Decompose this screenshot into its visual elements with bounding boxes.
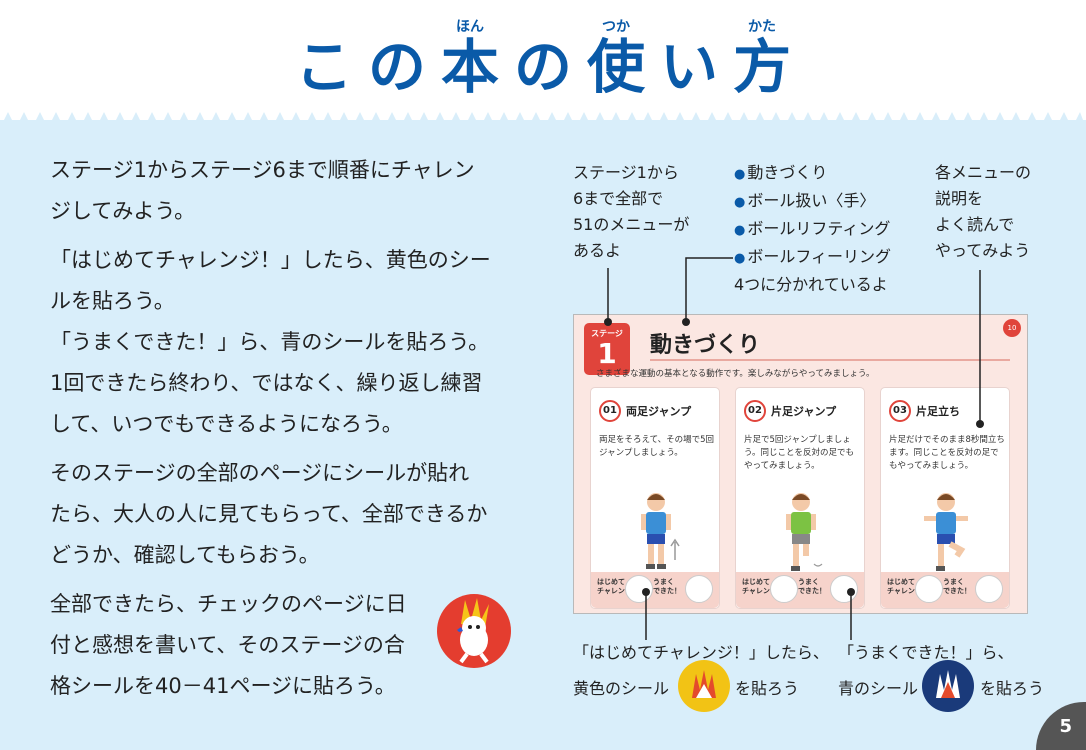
- text-line: して、いつでもできるようになろう。: [50, 412, 403, 436]
- title-char: かた方: [726, 20, 799, 105]
- menu-description: 片足で5回ジャンプしましょう。同じことを反対の足でもやってみましょう。: [744, 435, 854, 471]
- menu-number: 01: [599, 400, 621, 422]
- menu-title: 両足ジャンプ: [626, 405, 692, 418]
- annotation-line: ステージ1から: [573, 163, 679, 182]
- sticker-slot-blue: [685, 575, 713, 603]
- title-char: の: [513, 33, 572, 101]
- text-line: どうか、確認してもらおう。: [50, 543, 320, 567]
- annotation-read-instructions: 各メニューの 説明を よく読んで やってみよう: [935, 160, 1031, 264]
- sticker-slot-yellow: [915, 575, 943, 603]
- instructions-text: ステージ1からステージ6まで順番にチャレン ジしてみよう。 「はじめてチャレンジ…: [50, 150, 520, 707]
- category-item: ボールフィーリング: [734, 244, 891, 272]
- caption-attach: を貼ろう: [735, 679, 800, 698]
- text-line: 付と感想を書いて、そのステージの合: [50, 633, 405, 657]
- sticker-slot-yellow: [625, 575, 653, 603]
- category-item: ボールリフティング: [734, 216, 891, 244]
- menu-card: 01 両足ジャンプ 両足をそろえて、その場で5回ジャンプしましょう。 はじめて チ…: [590, 387, 720, 609]
- paragraph-1: ステージ1からステージ6まで順番にチャレン ジしてみよう。: [50, 150, 520, 232]
- stage-badge: ステージ 1: [584, 323, 630, 375]
- mascot-medal: [437, 594, 511, 668]
- annotation-line: 6まで全部で: [573, 189, 664, 208]
- success-label: うまく できた！: [653, 578, 681, 595]
- blue-sticker-icon: [922, 660, 974, 712]
- zigzag-divider: [0, 112, 1086, 128]
- title-char: こ: [294, 33, 353, 101]
- sample-page-illustration: ステージ 1 動きづくり さまざまな運動の基本となる動作です。楽しみながらやって…: [573, 314, 1028, 614]
- title-ruby: ほん: [456, 19, 484, 35]
- annotation-categories: 動きづくり ボール扱い〈手〉 ボールリフティング ボールフィーリング 4つに分か…: [734, 160, 891, 298]
- menu-number: 02: [744, 400, 766, 422]
- child-hopping-icon: [786, 493, 823, 571]
- text-line: そのステージの全部のページにシールが貼れ: [50, 461, 470, 485]
- menu-card: 03 片足立ち 片足だけでそのまま8秒間立ちます。同じことを反対の足でもやってみま…: [880, 387, 1010, 609]
- text-line: 1回できたら終わり、ではなく、繰り返し練習: [50, 371, 483, 395]
- annotation-menu-count: ステージ1から 6まで全部で 51のメニューが あるよ: [573, 160, 689, 264]
- illustration-title: 動きづくり: [650, 333, 761, 358]
- page-title: このほん本のつか使いかた方: [0, 20, 1086, 105]
- stage-number: 1: [597, 337, 617, 370]
- illustration-page-number: 10: [1003, 319, 1021, 337]
- sticker-area: はじめて チャレンジ！ うまく できた！: [736, 572, 864, 608]
- category-item: ボール扱い〈手〉: [734, 188, 891, 216]
- menu-title: 片足立ち: [916, 405, 960, 418]
- text-line: ジしてみよう。: [50, 199, 196, 223]
- caption-success: 「うまくできた！」ら、: [838, 643, 1014, 662]
- title-char: ほん本: [434, 20, 507, 105]
- text-line: ステージ1からステージ6まで順番にチャレン: [50, 158, 475, 182]
- sticker-area: はじめて チャレンジ！ うまく できた！: [591, 572, 719, 608]
- mascot-icon: [457, 598, 489, 664]
- text-line: 格シールを40－41ページに貼ろう。: [50, 674, 396, 698]
- success-label: うまく できた！: [943, 578, 971, 595]
- annotation-line: あるよ: [573, 241, 622, 260]
- title-char: い: [659, 33, 718, 101]
- sticker-area: はじめて チャレンジ！ うまく できた！: [881, 572, 1009, 608]
- caption-first-try: 「はじめてチャレンジ！」したら、: [573, 643, 829, 662]
- illustration-subtitle: さまざまな運動の基本となる動作です。楽しみながらやってみましょう。: [596, 369, 875, 379]
- sticker-slot-blue: [975, 575, 1003, 603]
- category-item: 動きづくり: [734, 160, 891, 188]
- child-jumping-icon: [641, 493, 680, 569]
- paragraph-4: 全部できたら、チェックのページに日 付と感想を書いて、そのステージの合 格シール…: [50, 584, 520, 707]
- text-line: 「うまくできた！」ら、青のシールを貼ろう。: [50, 330, 490, 354]
- caption-blue-sticker: 青のシール: [838, 679, 919, 698]
- yellow-sticker-icon: [678, 660, 730, 712]
- menu-description: 両足をそろえて、その場で5回ジャンプしましょう。: [599, 435, 715, 458]
- title-ruby: かた: [748, 19, 776, 35]
- sticker-slot-yellow: [770, 575, 798, 603]
- text-line: 全部できたら、チェックのページに日: [50, 592, 407, 616]
- menu-number: 03: [889, 400, 911, 422]
- text-line: たら、大人の人に見てもらって、全部できるか: [50, 502, 488, 526]
- text-line: ルを貼ろう。: [50, 289, 175, 313]
- annotation-line: やってみよう: [935, 241, 1031, 260]
- text-line: 「はじめてチャレンジ！」したら、黄色のシー: [50, 248, 491, 272]
- child-standing-one-leg-icon: [924, 493, 968, 571]
- title-char: の: [367, 33, 426, 101]
- title-char: つか使: [580, 20, 653, 105]
- annotation-line: 各メニューの: [935, 163, 1032, 182]
- first-try-label: はじめて チャレンジ！: [597, 578, 639, 595]
- success-label: うまく できた！: [798, 578, 826, 595]
- caption-attach: を貼ろう: [980, 679, 1045, 698]
- first-try-label: はじめて チャレンジ！: [887, 578, 929, 595]
- annotation-line: 説明を: [935, 189, 984, 208]
- stage-label: ステージ: [591, 329, 623, 338]
- menu-title: 片足ジャンプ: [771, 405, 837, 418]
- paragraph-3: そのステージの全部のページにシールが貼れ たら、大人の人に見てもらって、全部でき…: [50, 453, 520, 576]
- menu-description: 片足だけでそのまま8秒間立ちます。同じことを反対の足でもやってみましょう。: [889, 435, 1005, 471]
- caption-yellow-sticker: 黄色のシール: [573, 679, 670, 698]
- annotation-line: よく読んで: [935, 215, 1015, 234]
- annotation-line: 51のメニューが: [573, 215, 690, 234]
- first-try-label: はじめて チャレンジ！: [742, 578, 784, 595]
- divider: [650, 359, 1010, 361]
- sticker-slot-blue: [830, 575, 858, 603]
- paragraph-2: 「はじめてチャレンジ！」したら、黄色のシー ルを貼ろう。 「うまくできた！」ら、…: [50, 240, 520, 445]
- menu-card: 02 片足ジャンプ 片足で5回ジャンプしましょう。同じことを反対の足でもやってみま…: [735, 387, 865, 609]
- annotation-line: 4つに分かれているよ: [734, 275, 888, 294]
- title-ruby: つか: [602, 19, 630, 35]
